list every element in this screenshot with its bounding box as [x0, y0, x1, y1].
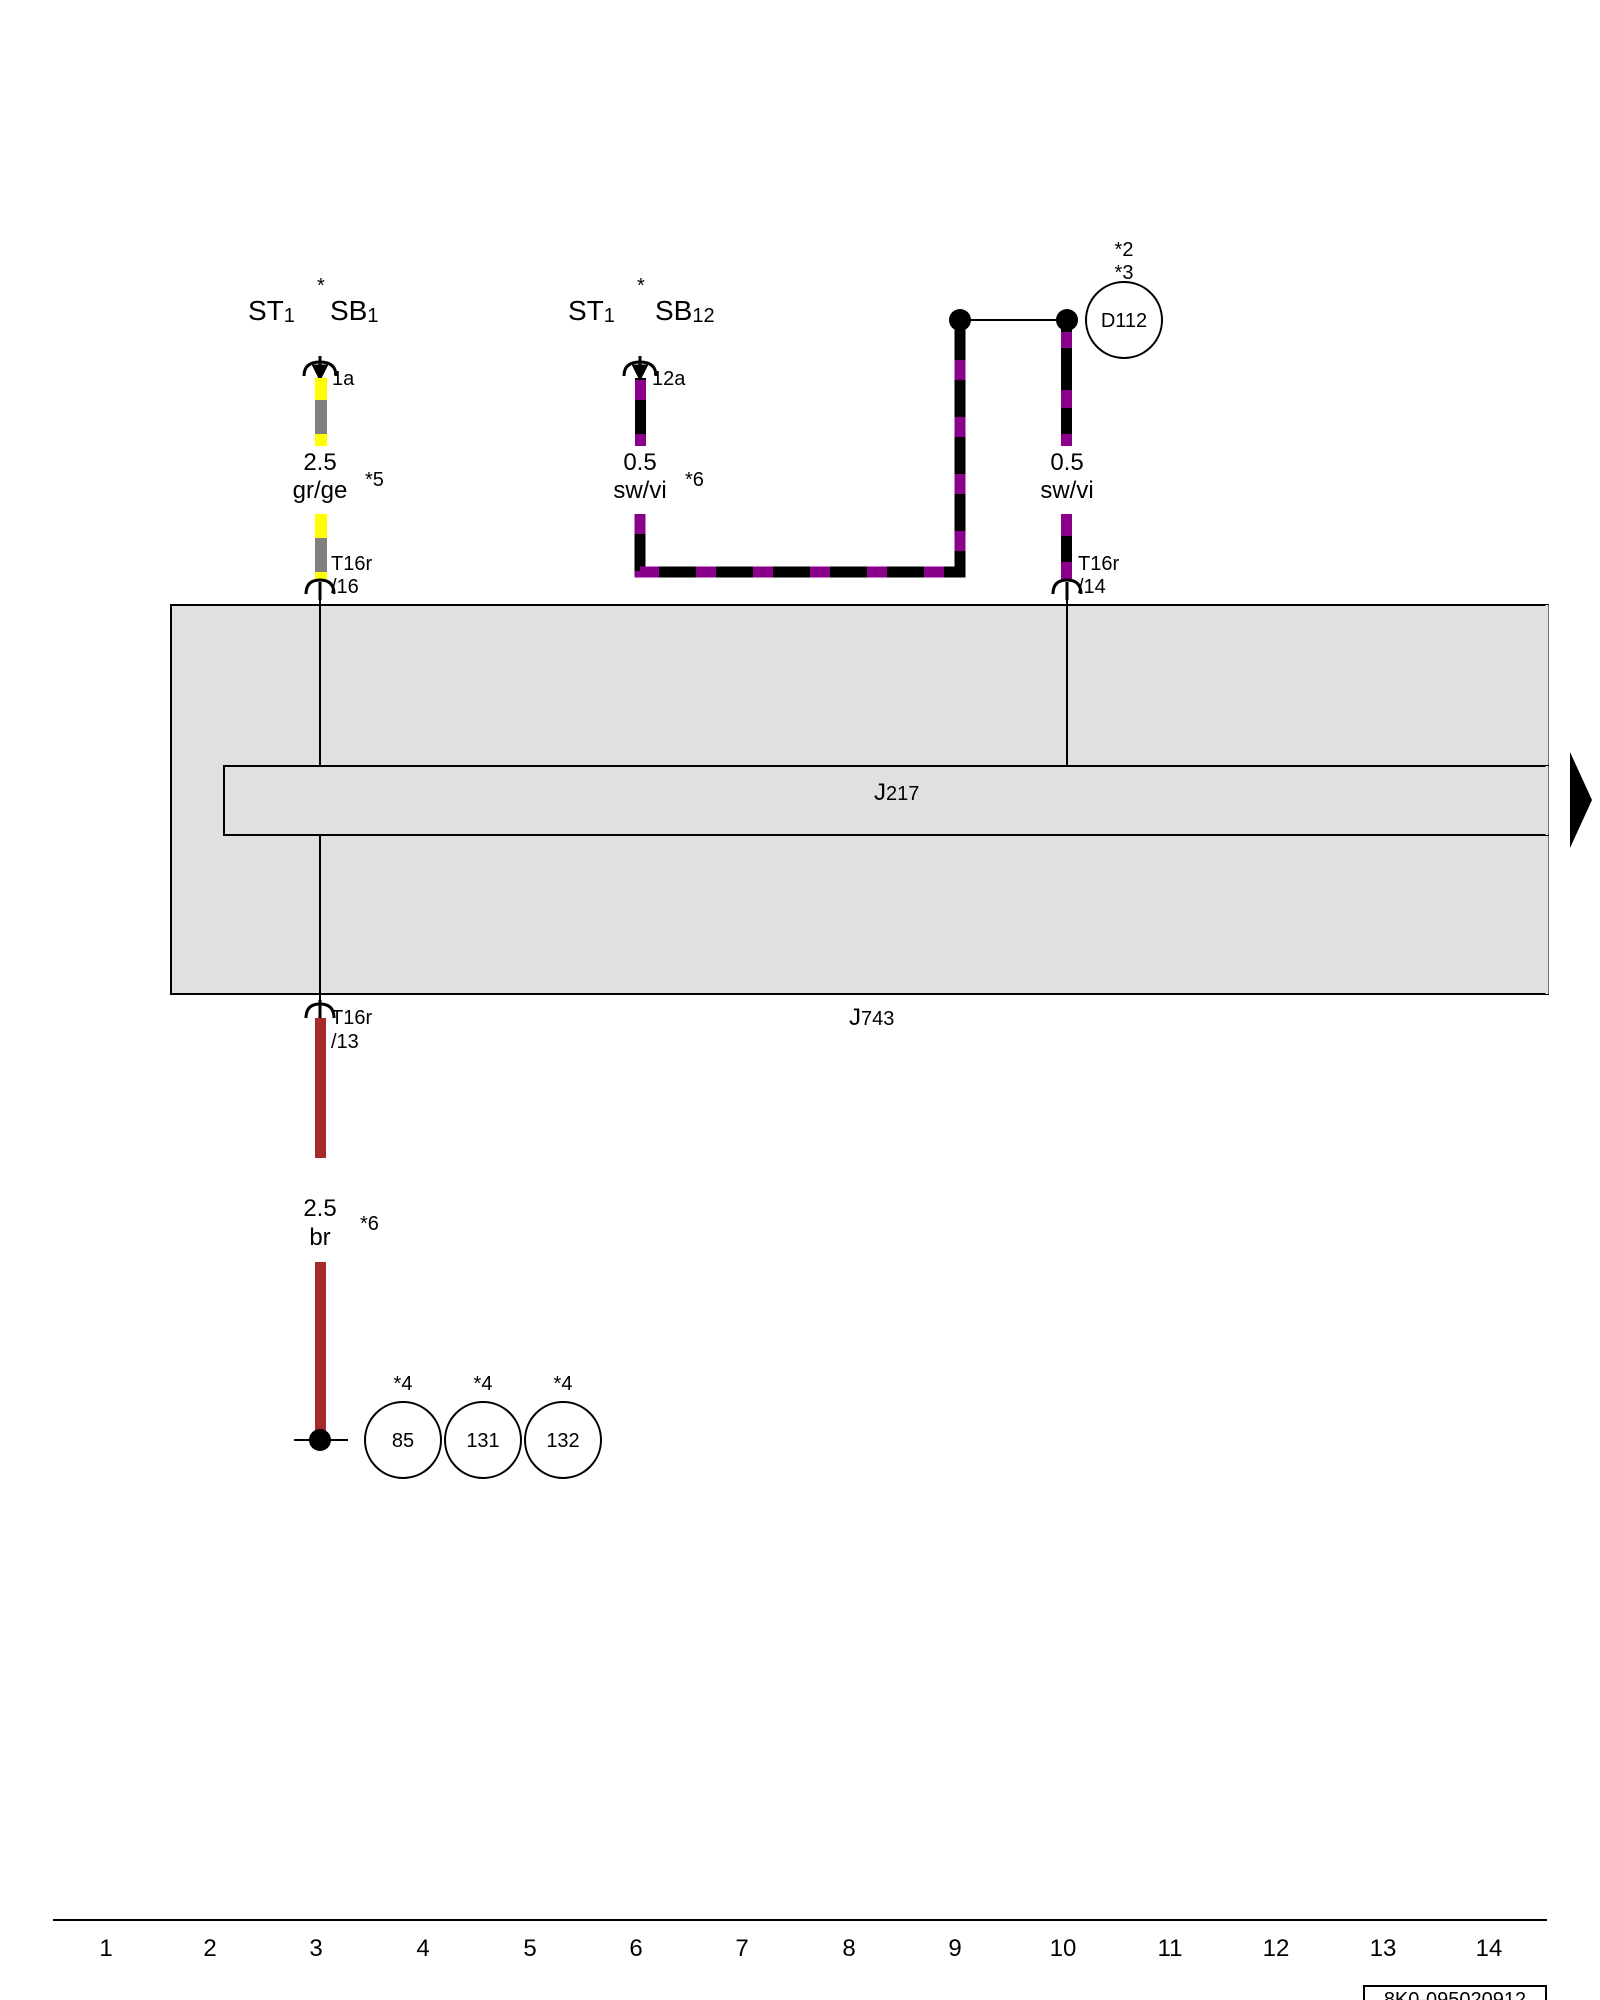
column-label: 12 [1263, 1935, 1290, 1962]
column-label: 11 [1158, 1935, 1183, 1962]
wire-note-4: *6 [360, 1213, 379, 1235]
d112-note-1: *2 [1115, 239, 1134, 261]
connector-pin-13: /13 [331, 1031, 359, 1053]
ground-ref-132: 132 *4 [524, 1373, 602, 1479]
wire-color-3: sw/vi [1040, 477, 1093, 504]
wire-gr-ge-top [315, 378, 327, 446]
svg-text:131: 131 [466, 1430, 499, 1452]
ground-ref-85: 85 *4 [364, 1373, 442, 1479]
column-label: 3 [309, 1935, 322, 1962]
wire-gr-ge-bottom [315, 514, 327, 580]
column-label: 1 [99, 1935, 112, 1962]
wire-color-2: sw/vi [613, 477, 666, 504]
svg-text:*4: *4 [554, 1373, 573, 1395]
column-label: 7 [735, 1935, 748, 1962]
doc-id: 8K0-095020912 [1384, 1989, 1526, 2000]
wire-color-1: gr/ge [293, 477, 348, 504]
wire-sw-vi-12a-top [635, 378, 646, 446]
d112-label: D112 [1101, 310, 1147, 332]
terminal-star-mid: * [637, 275, 645, 297]
svg-text:*4: *4 [394, 1373, 413, 1395]
column-label: 6 [629, 1935, 642, 1962]
connector-name-16: T16r [331, 553, 372, 575]
column-label: 9 [948, 1935, 961, 1962]
terminal-sb-mid: SB12 [655, 295, 715, 327]
column-label: 5 [523, 1935, 536, 1962]
connector-name-14: T16r [1078, 553, 1119, 575]
column-label: 14 [1476, 1935, 1503, 1962]
terminal-st-left: ST1 [248, 295, 295, 327]
column-label: 13 [1370, 1935, 1397, 1962]
wire-note-1: *5 [365, 469, 384, 491]
ground-ref-131: 131 *4 [444, 1373, 522, 1479]
component-j217-box [223, 765, 1549, 836]
wire-gauge-4: 2.5 [303, 1195, 336, 1222]
wire-gauge-1: 2.5 [303, 449, 336, 476]
wire-gauge-2: 0.5 [623, 449, 656, 476]
column-label: 4 [416, 1935, 429, 1962]
wire-color-4: br [309, 1224, 330, 1251]
terminal-sb-left: SB1 [330, 295, 378, 327]
continuation-arrow-icon [1570, 752, 1592, 848]
connector-name-13: T16r [331, 1007, 372, 1029]
wire-br-bottom [315, 1262, 326, 1440]
d112-circle [1085, 281, 1163, 359]
wire-br-top [315, 1018, 326, 1158]
connector-pin-16: /16 [331, 576, 359, 598]
wire-gauge-3: 0.5 [1050, 449, 1083, 476]
ground-dot [309, 1429, 331, 1451]
plug-icon-12a [622, 356, 658, 382]
pin-label-12a: 12a [652, 368, 686, 390]
connector-pin-14: /14 [1078, 576, 1106, 598]
doc-id-box [1363, 1985, 1547, 2000]
column-label: 10 [1050, 1935, 1077, 1962]
svg-text:85: 85 [392, 1430, 414, 1452]
terminal-st-mid: ST1 [568, 295, 615, 327]
connector-icon-13 [304, 1000, 336, 1019]
svg-text:132: 132 [546, 1430, 579, 1452]
component-j743-label: J743 [849, 1004, 894, 1031]
junction-dot-1 [949, 309, 971, 331]
connector-icon-14 [1051, 578, 1083, 600]
column-label: 8 [842, 1935, 855, 1962]
d112-note-2: *3 [1115, 262, 1134, 284]
connector-icon-16 [304, 578, 336, 600]
column-labels: 1 2 3 4 5 6 7 8 9 10 11 12 13 14 [99, 1935, 1502, 1962]
wire-sw-vi-right-top [1061, 320, 1072, 446]
wire-note-2: *6 [685, 469, 704, 491]
svg-text:*4: *4 [474, 1373, 493, 1395]
column-label: 2 [203, 1935, 216, 1962]
terminal-star-left: * [317, 275, 325, 297]
plug-icon-1a [302, 356, 338, 382]
component-j217-label: J217 [874, 779, 919, 806]
wire-sw-vi-right-bottom [1061, 514, 1072, 580]
pin-label-1a: 1a [332, 368, 355, 390]
wire-sw-vi-loop [634, 320, 966, 578]
